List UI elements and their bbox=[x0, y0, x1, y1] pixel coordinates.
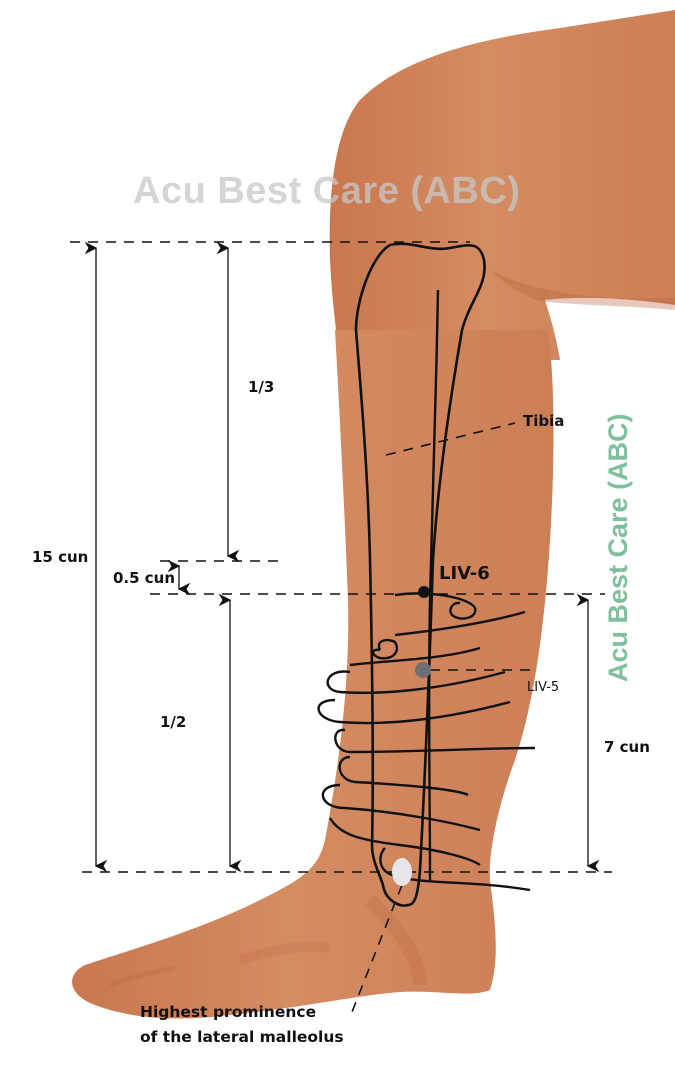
upper-fraction-label: 1/3 bbox=[248, 378, 275, 396]
lateral-malleolus-marker bbox=[392, 858, 412, 886]
watermark-side: Acu Best Care (ABC) bbox=[603, 413, 633, 682]
dimension-arrows bbox=[84, 241, 600, 873]
tibia-outline bbox=[354, 242, 486, 907]
liv6-point bbox=[418, 586, 430, 598]
lower-length-label: 7 cun bbox=[604, 738, 650, 756]
liv5-label: LIV-5 bbox=[527, 680, 560, 695]
thigh-shape bbox=[329, 10, 675, 360]
malleolus-caption-line1: Highest prominence bbox=[140, 1003, 317, 1021]
liv5-point bbox=[415, 662, 431, 678]
watermark-top: Acu Best Care (ABC) bbox=[133, 170, 521, 212]
measuring-hand bbox=[317, 592, 536, 892]
total-length-label: 15 cun bbox=[32, 548, 89, 566]
liv6-label: LIV-6 bbox=[439, 563, 490, 584]
lower-fraction-label: 1/2 bbox=[160, 713, 187, 731]
lower-leg-shape bbox=[72, 330, 554, 1019]
tibia-label: Tibia bbox=[523, 412, 565, 430]
malleolus-caption: Highest prominence of the lateral malleo… bbox=[140, 1000, 344, 1050]
gap-label: 0.5 cun bbox=[113, 569, 176, 587]
malleolus-caption-line2: of the lateral malleolus bbox=[140, 1028, 344, 1046]
